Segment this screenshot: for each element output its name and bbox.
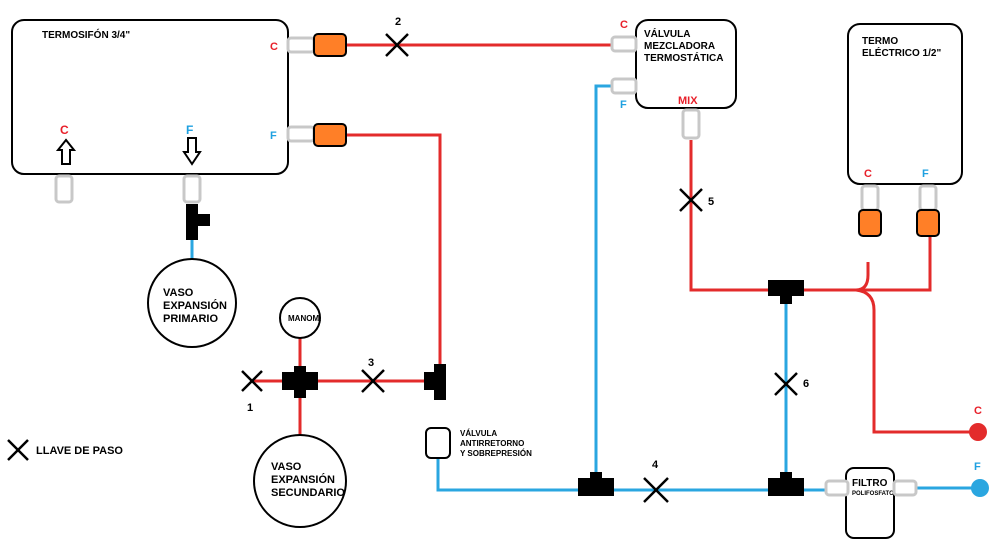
mixing-valve-hot-letter: C (620, 19, 628, 31)
secondary-expansion-tank (253, 434, 347, 528)
filter-outlet-port (892, 479, 918, 497)
arrow-up-icon (55, 138, 77, 165)
shutoff-valve-2-icon (385, 33, 409, 57)
mixing-valve-body (635, 19, 737, 109)
valve-1-number: 1 (247, 402, 253, 414)
mixing-valve-hot-port (610, 35, 638, 53)
legend-label: LLAVE DE PASO (36, 445, 123, 457)
shutoff-valve-5-icon (679, 188, 703, 212)
manometer (279, 297, 321, 339)
pipe-thermo-cold-return (346, 133, 442, 370)
thermosiphon-cold-port (286, 125, 316, 143)
legend-valve-icon (7, 439, 29, 461)
primary-tank-line3: PRIMARIO (163, 313, 218, 325)
filter-line2: POLIFOSFATOS (852, 491, 898, 497)
check-valve-line1: VÁLVULA (460, 429, 497, 438)
mixing-valve-line2: MEZCLADORA (644, 41, 715, 52)
valve-3-number: 3 (368, 357, 374, 369)
secondary-tank-line3: SECUNDARIO (271, 487, 345, 499)
riser-tee-fitting (424, 364, 446, 400)
primary-expansion-tank (147, 258, 237, 348)
electric-heater-hot-fitting (858, 209, 882, 237)
pipe-mix-down (689, 140, 856, 292)
valve-5-number: 5 (708, 196, 714, 208)
electric-heater-cold-fitting (916, 209, 940, 237)
arrow-down-icon (182, 137, 202, 166)
cold-outlet (971, 479, 989, 497)
cold-tee-right (768, 472, 804, 496)
thermosiphon-hot-fitting (313, 33, 347, 57)
cold-outlet-letter: F (974, 461, 981, 473)
electric-heater-hot-letter: C (864, 168, 872, 180)
mixing-valve-line1: VÁLVULA (644, 27, 690, 40)
check-valve (425, 427, 451, 459)
thermosiphon-in-cold-letter: F (270, 130, 277, 142)
primary-tank-line2: EXPANSIÓN (163, 299, 227, 312)
thermosiphon-cold-letter: F (186, 123, 193, 137)
valve-2-number: 2 (395, 16, 401, 28)
electric-heater-cold-letter: F (922, 168, 929, 180)
mixing-valve-line3: TERMOSTÁTICA (644, 51, 723, 64)
mixing-valve-cold-port (610, 77, 638, 95)
hot-outlet (969, 423, 987, 441)
valve-6-number: 6 (803, 378, 809, 390)
cross-fitting (282, 366, 318, 398)
electric-heater-tank (847, 23, 963, 185)
primary-tee-fitting (186, 204, 210, 240)
thermosiphon-bottom-right-port (182, 174, 202, 204)
shutoff-valve-3-icon (361, 369, 385, 393)
electric-heater-hot-port (860, 184, 880, 212)
mixing-valve-mix-port (681, 108, 701, 140)
pipe-main-cold (436, 458, 828, 492)
mix-tee-fitting (768, 280, 804, 304)
check-valve-line3: Y SOBREPRESIÓN (460, 449, 532, 458)
pipe-heater-cold-in (856, 235, 932, 292)
mixing-valve-mix-label: MIX (678, 95, 698, 107)
primary-tank-line1: VASO (163, 287, 194, 299)
electric-heater-line2: ELÉCTRICO 1/2" (862, 46, 941, 59)
electric-heater-line1: TERMO (862, 36, 898, 47)
valve-4-number: 4 (652, 459, 659, 471)
thermosiphon-out-hot-letter: C (270, 41, 278, 53)
thermosiphon-bottom-left-port (54, 174, 74, 204)
filter-line1: FILTRO (852, 478, 888, 489)
mixing-valve-cold-letter: F (620, 99, 627, 111)
secondary-tank-line2: EXPANSIÓN (271, 473, 335, 486)
cold-pipes (190, 84, 972, 492)
filter-housing (845, 467, 895, 539)
pipe-valve-cold-in (594, 84, 612, 486)
shutoff-valve-6-icon (774, 372, 798, 396)
manometer-label: MANOM. (288, 314, 321, 323)
electric-heater-cold-port (918, 184, 938, 212)
thermosiphon-cold-fitting (313, 123, 347, 147)
thermosiphon-hot-port (286, 36, 316, 54)
shutoff-valve-1-icon (241, 370, 263, 392)
pipe-heater-hot-out (855, 288, 970, 434)
thermosiphon-title: TERMOSIFÓN 3/4" (42, 28, 130, 41)
filter-inlet-port (824, 479, 850, 497)
cold-tee-left (578, 472, 614, 496)
thermosiphon-tank (11, 19, 289, 175)
hot-outlet-letter: C (974, 405, 982, 417)
check-valve-line2: ANTIRRETORNO (460, 439, 524, 448)
shutoff-valve-4-icon (643, 477, 669, 503)
thermosiphon-hot-letter: C (60, 123, 69, 137)
pipe-hot-out (855, 262, 870, 292)
secondary-tank-line1: VASO (271, 461, 302, 473)
